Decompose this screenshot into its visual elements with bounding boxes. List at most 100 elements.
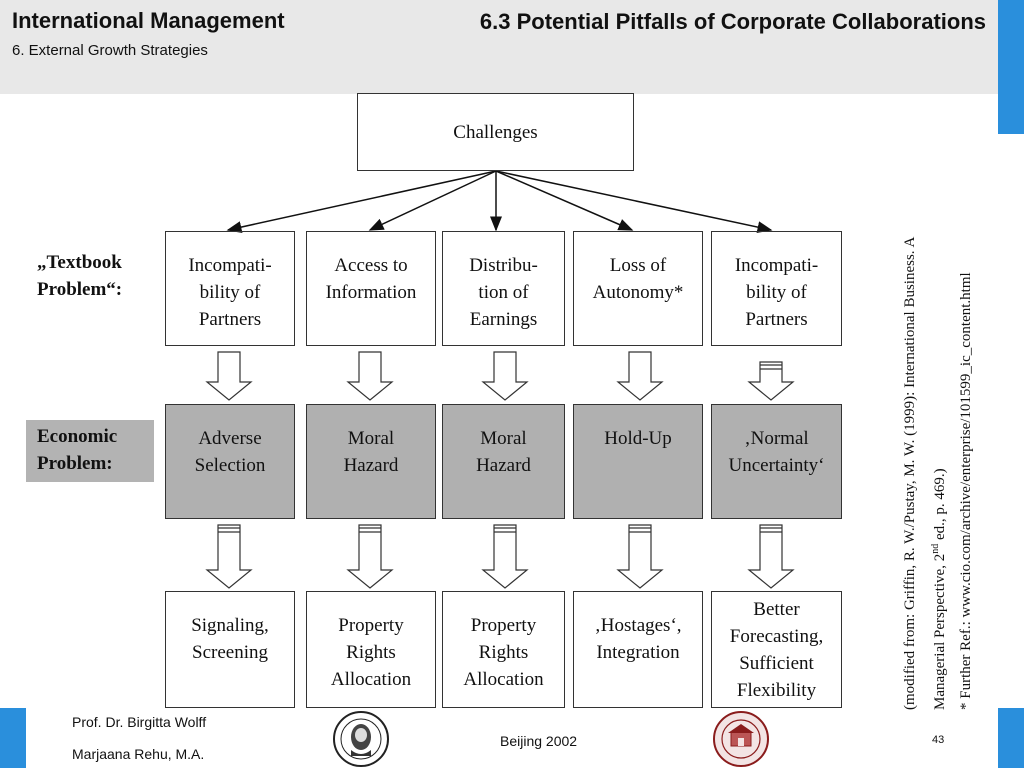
challenges-box: Challenges	[357, 93, 634, 171]
textbook-label-line: Problem“:	[37, 279, 123, 300]
challenges-label: Challenges	[453, 121, 538, 143]
challenge-box-line: Partners	[745, 309, 808, 330]
economic-problem-box-line: Hazard	[343, 455, 399, 476]
fan-arrow	[226, 170, 497, 233]
solution-box: ‚Hostages‘, Integration	[573, 591, 703, 708]
block-arrow	[346, 351, 394, 401]
challenge-box-line: bility of	[746, 282, 807, 303]
challenge-box-line: Autonomy*	[592, 282, 684, 303]
challenge-box-line: Distribu-	[469, 255, 538, 276]
economic-problem-box-line: Adverse	[198, 428, 262, 449]
fan-arrow	[368, 170, 497, 231]
textbook-problem-label: „Textbook Problem“:	[37, 249, 122, 303]
challenge-box-text: Access to Information	[326, 252, 417, 306]
challenge-box-line: Loss of	[609, 255, 667, 276]
economic-problem-box-line: Hazard	[476, 455, 531, 476]
source-note-line3: * Further Ref.: www.cio.com/archive/ente…	[958, 272, 974, 710]
block-arrow	[205, 351, 253, 401]
economic-problem-box-line: Hold-Up	[604, 428, 672, 449]
solution-box: Signaling, Screening	[165, 591, 295, 708]
economic-problem-box-line: Moral	[347, 428, 395, 449]
challenge-box-text: Loss of Autonomy*	[593, 252, 684, 306]
striped-block-arrow	[747, 361, 795, 401]
challenge-box-text: Incompati-bility of Partners	[188, 252, 271, 333]
solution-box-line: Allocation	[463, 669, 544, 690]
challenge-box: Distribu-tion of Earnings	[442, 231, 565, 346]
footer-event: Beijing 2002	[500, 733, 578, 749]
course-title: International Management	[12, 8, 285, 33]
economic-problem-box-line: Selection	[194, 455, 266, 476]
economic-problem-label-bg	[26, 420, 154, 482]
solution-box-line: ‚Hostages‘,	[594, 615, 682, 636]
economic-label-line: Problem:	[37, 453, 113, 474]
striped-block-arrow	[346, 524, 394, 589]
beijing-normal-university-seal	[713, 711, 769, 767]
challenge-box-line: bility of	[199, 282, 261, 303]
economic-label-line: Economic	[37, 426, 118, 447]
block-arrows	[205, 351, 795, 589]
block-arrow	[616, 351, 664, 401]
textbook-label-line: „Textbook	[37, 252, 122, 273]
striped-block-arrow	[747, 524, 795, 589]
solution-box-line: Property	[470, 615, 537, 636]
striped-block-arrow	[616, 524, 664, 589]
challenge-box-line: Partners	[198, 309, 262, 330]
footer-author-1: Prof. Dr. Birgitta Wolff	[72, 714, 207, 730]
challenge-box-text: Distribu-tion of Earnings	[469, 252, 538, 333]
striped-block-arrow	[205, 524, 253, 589]
slide-title: 6.3 Potential Pitfalls of Corporate Coll…	[479, 9, 986, 34]
striped-block-arrow	[481, 524, 529, 589]
challenge-box: Incompati-bility of Partners	[165, 231, 295, 346]
footer-accent-right	[998, 708, 1024, 768]
solution-box-line: Forecasting,	[729, 626, 824, 647]
chapter-subtitle: 6. External Growth Strategies	[12, 42, 208, 59]
economic-problem-box: Hold-Up	[573, 404, 703, 519]
solution-box-line: Integration	[596, 642, 680, 663]
solution-box-line: Signaling,	[191, 615, 269, 636]
solution-box-line: Flexibility	[736, 680, 817, 701]
challenge-box-text: Incompati-bility of Partners	[735, 252, 818, 333]
challenge-box: Access to Information	[306, 231, 436, 346]
challenge-box-line: Earnings	[469, 309, 538, 330]
block-arrow	[481, 351, 529, 401]
economic-problem-box-line: Uncertainty‘	[728, 455, 825, 476]
challenge-box-line: Incompati-	[188, 255, 272, 276]
fan-arrow	[495, 170, 773, 234]
challenge-box-line: Access to	[334, 255, 408, 276]
source-note-line2-post: ed., p. 469.)	[932, 468, 948, 544]
solution-box-text: Signaling, Screening	[191, 612, 269, 666]
source-note-line2-pre: Managerial Perspective, 2	[932, 553, 948, 710]
source-note: (modified from: Griffin, R. W./Pustay, M…	[897, 100, 982, 710]
challenge-box-line: tion of	[478, 282, 529, 303]
footer-accent-left	[0, 708, 26, 768]
solution-box-text: ‚Hostages‘, Integration	[594, 612, 681, 666]
solution-box-line: Rights	[478, 642, 529, 663]
fan-arrow	[495, 170, 634, 231]
challenge-box: Incompati-bility of Partners	[711, 231, 842, 346]
fan-arrows	[226, 170, 773, 234]
challenge-box: Loss of Autonomy*	[573, 231, 703, 346]
header-accent-bar	[998, 0, 1024, 134]
university-seal-logo	[333, 711, 389, 767]
solution-box-line: Screening	[192, 642, 268, 663]
solution-box-line: Sufficient	[739, 653, 814, 674]
source-note-line1: (modified from: Griffin, R. W./Pustay, M…	[902, 236, 918, 710]
footer-author-2: Marjaana Rehu, M.A.	[72, 746, 205, 762]
solution-box-line: Better	[753, 599, 800, 620]
challenge-box-line: Information	[325, 282, 417, 303]
challenge-box-line: Incompati-	[734, 255, 819, 276]
solution-box-line: Property	[338, 615, 404, 636]
